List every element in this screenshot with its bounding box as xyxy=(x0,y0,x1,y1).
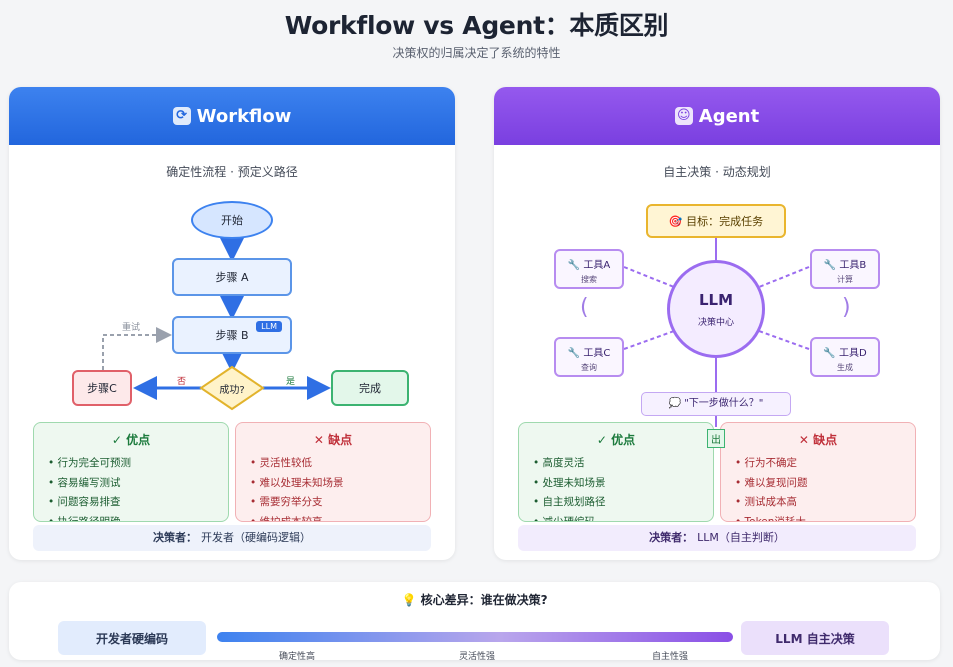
agent-pros: ✓ 优点 高度灵活 处理未知场景 自主规划路径 减少硬编码 xyxy=(518,422,714,522)
yes-label: 是 xyxy=(286,377,296,387)
list-item: 需要穷举分支 xyxy=(250,493,430,513)
step-b-node: 步骤 B LLM xyxy=(172,316,292,354)
workflow-pros: ✓ 优点 行为完全可预测 容易编写测试 问题容易排查 执行路径明确 xyxy=(33,422,229,522)
core-title: 💡 核心差异：谁在做决策? xyxy=(401,593,548,607)
cons-title: ✕ 缺点 xyxy=(798,433,838,447)
spectrum-bar xyxy=(217,632,733,642)
done-node: 完成 xyxy=(331,370,409,406)
list-item: 测试成本高 xyxy=(735,493,915,513)
llm-subtitle: 决策中心 xyxy=(697,318,734,328)
decision-diamond xyxy=(199,365,265,411)
scale-label: 自主性强 xyxy=(652,652,689,662)
edge-llm-tool-d xyxy=(758,330,810,350)
edge-llm-tool-a xyxy=(623,266,675,288)
loop-arrow-left: ( xyxy=(580,295,589,320)
list-item: 减少硬编码 xyxy=(533,513,713,522)
agent-card: ☺ Agent 自主决策 · 动态规划 🎯 目标：完成任务 LLM 决策中心 🔧… xyxy=(494,87,940,560)
list-item: 灵活性较低 xyxy=(250,454,430,474)
edge-retry xyxy=(102,327,172,370)
step-a-node: 步骤 A xyxy=(172,258,292,296)
robot-icon: ☺ xyxy=(674,107,693,125)
scale-label: 确定性高 xyxy=(279,652,316,662)
edge-llm-tool-c xyxy=(623,330,675,350)
list-item: 执行路径明确 xyxy=(48,513,228,522)
step-c-node: 步骤C xyxy=(72,370,132,406)
llm-title: LLM xyxy=(698,291,734,309)
workflow-decider: 决策者：开发者（硬编码逻辑） xyxy=(33,525,431,551)
page-title: Workflow vs Agent：本质区别 xyxy=(284,11,669,40)
list-item: 行为完全可预测 xyxy=(48,454,228,474)
list-item: 高度灵活 xyxy=(533,454,713,474)
agent-cons: ✕ 缺点 行为不确定 难以复现问题 测试成本高 Token消耗大 xyxy=(720,422,916,522)
llm-autonomous-pill: LLM 自主决策 xyxy=(741,621,889,655)
agent-subtitle: 自主决策 · 动态规划 xyxy=(663,165,771,179)
pros-title: ✓ 优点 xyxy=(596,433,636,447)
goal-node: 🎯 目标：完成任务 xyxy=(646,204,786,238)
list-item: 行为不确定 xyxy=(735,454,915,474)
list-item: 难以复现问题 xyxy=(735,474,915,494)
core-difference-panel: 💡 核心差异：谁在做决策? 开发者硬编码 LLM 自主决策 确定性高 灵活性强 … xyxy=(9,582,940,662)
loop-arrow-right: ) xyxy=(842,295,851,320)
developer-hardcode-pill: 开发者硬编码 xyxy=(58,621,206,655)
agent-decider: 决策者：LLM（自主判断） xyxy=(518,525,916,551)
output-tag: 出 xyxy=(707,429,725,448)
agent-pros-cons: ✓ 优点 高度灵活 处理未知场景 自主规划路径 减少硬编码 ✕ 缺点 行为不确定… xyxy=(518,422,916,522)
workflow-subtitle: 确定性流程 · 预定义路径 xyxy=(166,165,298,179)
agent-header: ☺ Agent xyxy=(494,87,940,145)
no-label: 否 xyxy=(177,377,187,387)
agent-title: Agent xyxy=(698,105,760,127)
workflow-header: ⟳ Workflow xyxy=(9,87,455,145)
thought-bubble: 💭 "下一步做什么？" xyxy=(641,392,791,416)
scale-label: 灵活性强 xyxy=(459,652,496,662)
list-item: 容易编写测试 xyxy=(48,474,228,494)
page-subtitle: 决策权的归属决定了系统的特性 xyxy=(392,46,561,60)
workflow-card: ⟳ Workflow 确定性流程 · 预定义路径 开始 步骤 A 步骤 B LL… xyxy=(9,87,455,560)
workflow-diagram xyxy=(102,237,331,411)
start-node: 开始 xyxy=(191,201,273,239)
decision-label: 成功? xyxy=(219,385,245,396)
pros-title: ✓ 优点 xyxy=(111,433,151,447)
workflow-cons: ✕ 缺点 灵活性较低 难以处理未知场景 需要穷举分支 维护成本较高 xyxy=(235,422,431,522)
list-item: 问题容易排查 xyxy=(48,493,228,513)
refresh-icon: ⟳ xyxy=(172,107,191,125)
retry-label: 重试 xyxy=(122,323,141,333)
workflow-title: Workflow xyxy=(196,105,292,127)
list-item: 维护成本较高 xyxy=(250,513,430,522)
list-item: Token消耗大 xyxy=(735,513,915,522)
workflow-pros-cons: ✓ 优点 行为完全可预测 容易编写测试 问题容易排查 执行路径明确 ✕ 缺点 灵… xyxy=(33,422,431,522)
cons-title: ✕ 缺点 xyxy=(313,433,353,447)
list-item: 自主规划路径 xyxy=(533,493,713,513)
llm-center: LLM 决策中心 xyxy=(667,260,765,358)
llm-tag: LLM xyxy=(256,321,282,332)
edge-llm-tool-b xyxy=(758,266,810,288)
list-item: 处理未知场景 xyxy=(533,474,713,494)
list-item: 难以处理未知场景 xyxy=(250,474,430,494)
